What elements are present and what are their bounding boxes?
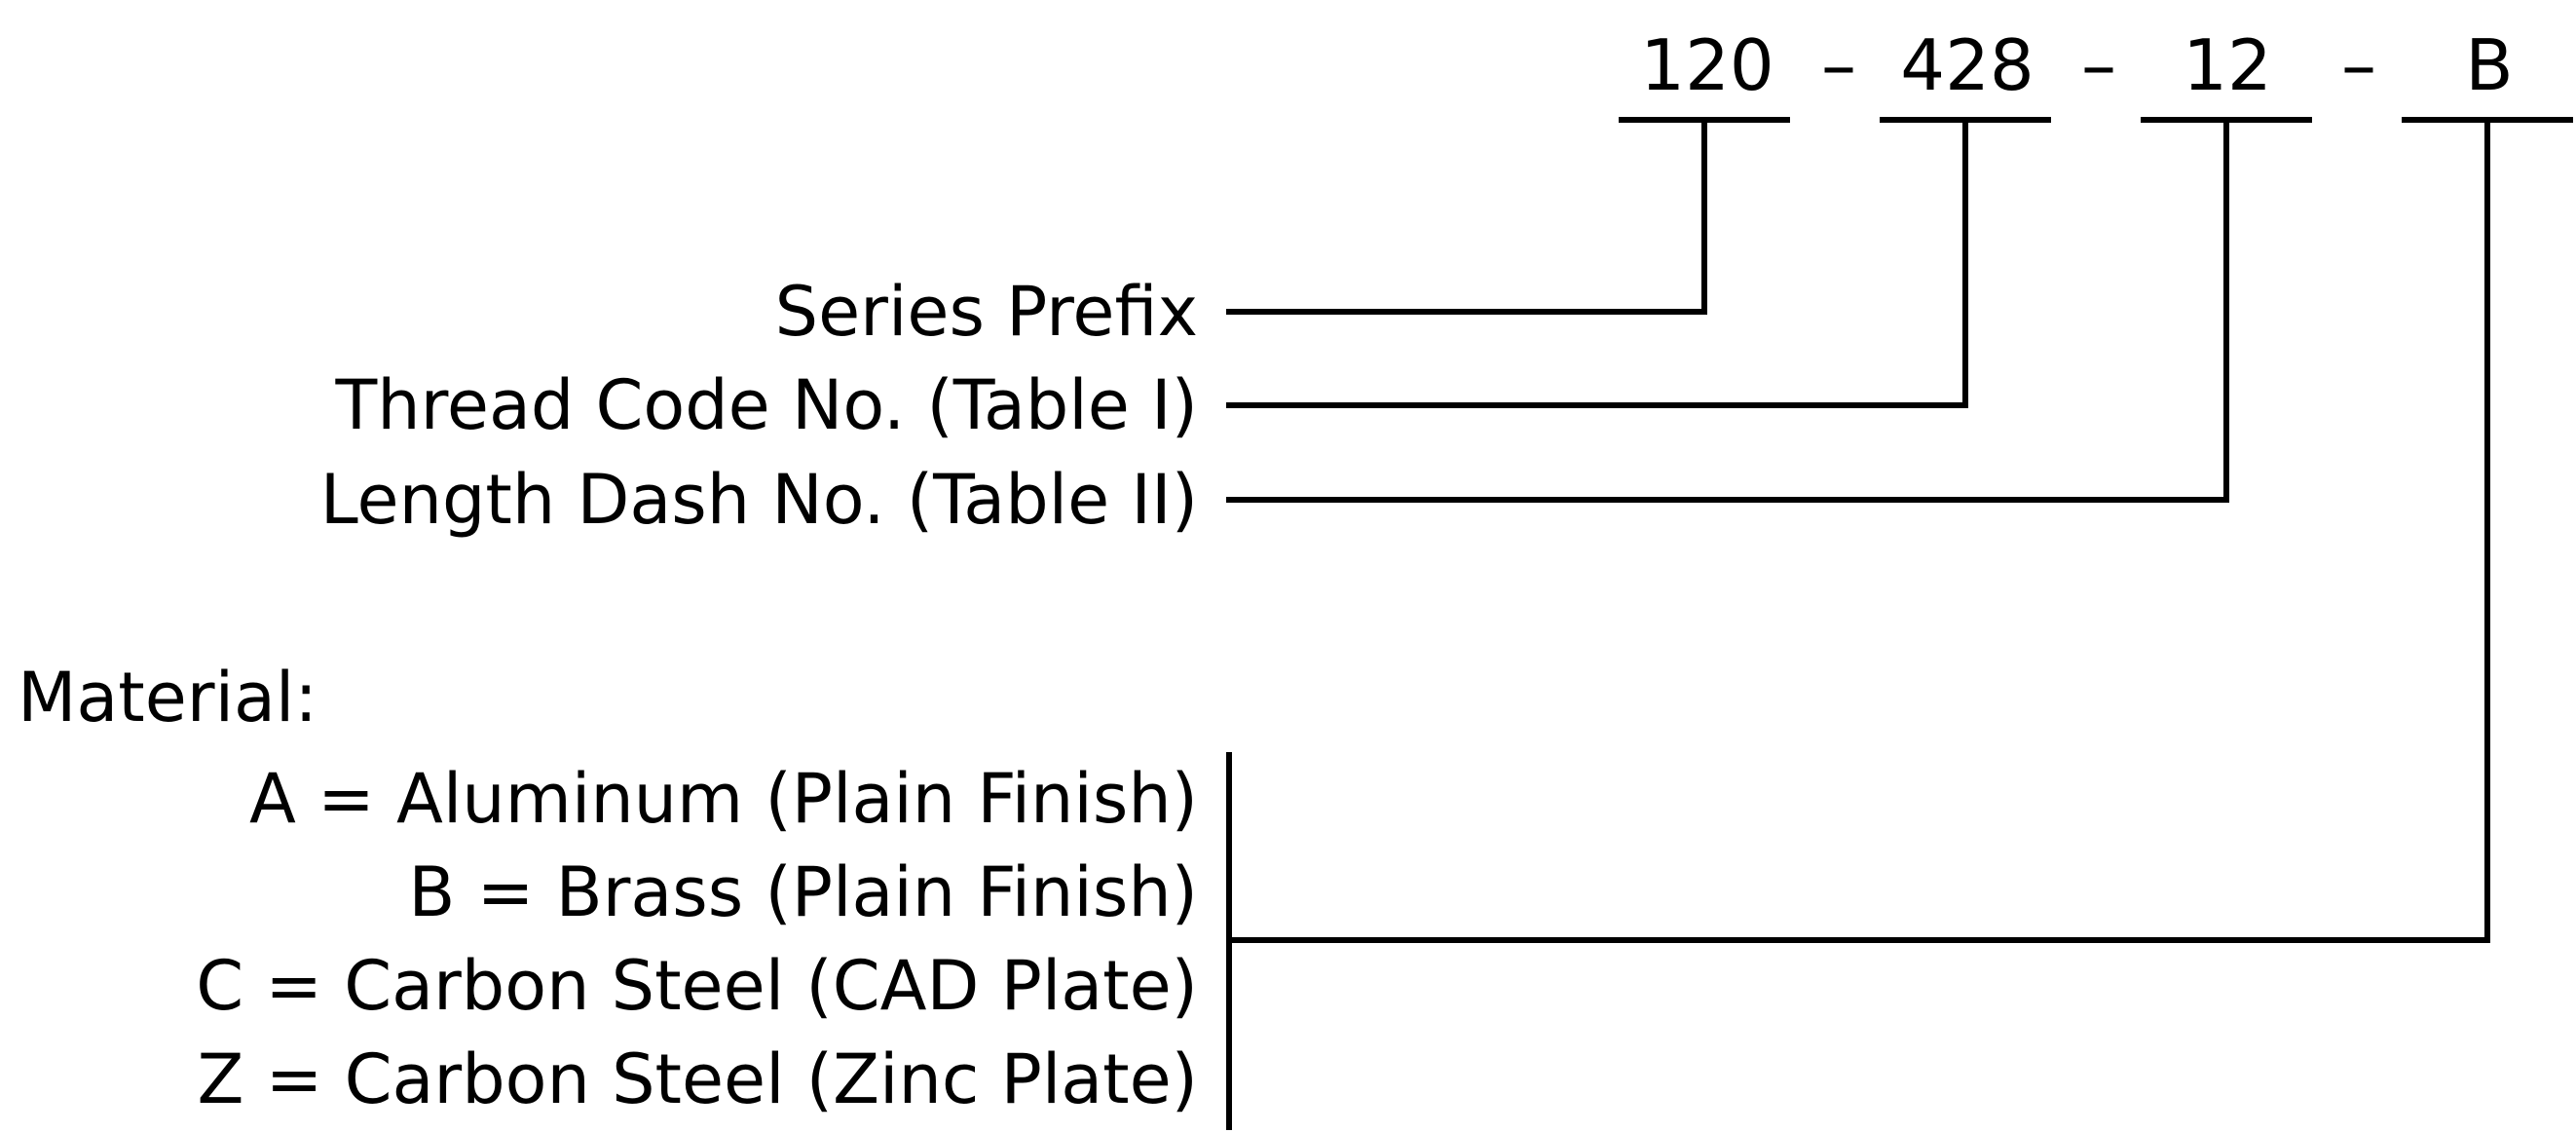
callout-series-label: Series Prefix xyxy=(775,272,1198,352)
material-heading: Material: xyxy=(18,658,317,737)
material-option-b: B = Brass (Plain Finish) xyxy=(408,852,1198,932)
callout-thread-label: Thread Code No. (Table I) xyxy=(335,365,1198,445)
pn-segment-thread: 428 xyxy=(1900,24,2034,106)
pn-segment-series: 120 xyxy=(1640,24,1773,106)
pn-separator-1: – xyxy=(1821,24,1856,106)
pn-separator-3: – xyxy=(2341,24,2376,106)
material-option-z: Z = Carbon Steel (Zinc Plate) xyxy=(198,1039,1198,1119)
pn-segment-material: B xyxy=(2465,24,2513,106)
pn-segment-length: 12 xyxy=(2183,24,2272,106)
pn-separator-2: – xyxy=(2081,24,2116,106)
leader-material xyxy=(1226,117,2490,943)
leader-thread xyxy=(1226,117,1968,408)
leader-series xyxy=(1226,117,1707,315)
material-option-c: C = Carbon Steel (CAD Plate) xyxy=(196,946,1198,1026)
material-option-a: A = Aluminum (Plain Finish) xyxy=(249,759,1198,839)
callout-length-label: Length Dash No. (Table II) xyxy=(320,460,1198,540)
leader-length xyxy=(1226,117,2229,503)
